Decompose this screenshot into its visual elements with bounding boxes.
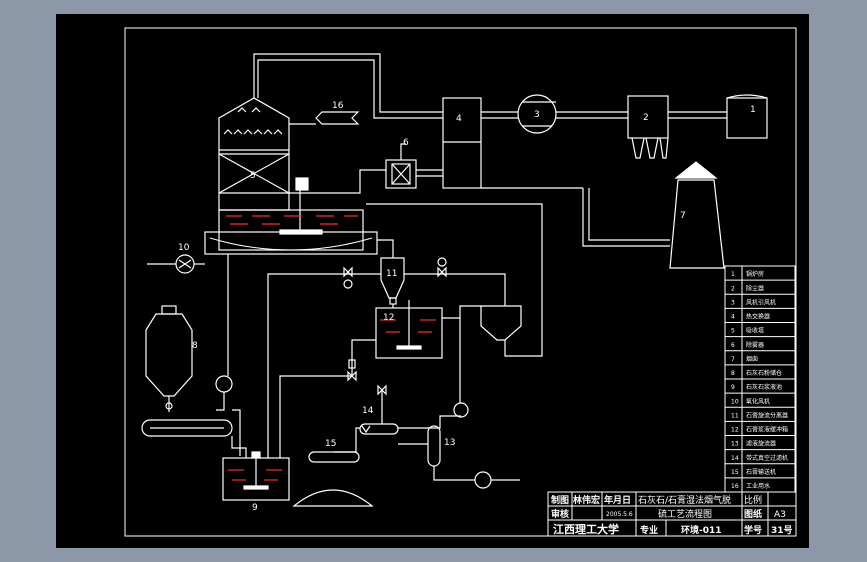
process-water-inlet [315, 111, 360, 125]
major-label: 专业 [640, 524, 658, 536]
legend-name: 滤液旋流器 [746, 440, 776, 448]
induced-draft-fan [517, 94, 557, 134]
legend-name: 吸收塔 [746, 327, 764, 335]
limestone-silo [141, 305, 233, 437]
valve-actuator [343, 279, 353, 289]
sheet-value: A3 [774, 510, 786, 520]
legend-number: 8 [731, 370, 735, 377]
label-13: 13 [444, 438, 455, 448]
label-7: 7 [680, 211, 686, 221]
legend-number: 16 [731, 483, 739, 490]
filtrate-pump [453, 402, 469, 418]
chimney [669, 161, 725, 269]
date-label: 年月日 [604, 494, 631, 506]
title-line-1: 石灰石/石膏湿法烟气脱 [638, 494, 731, 506]
valve [343, 266, 353, 278]
legend-number: 15 [731, 469, 739, 476]
aeration-pattern [209, 237, 373, 251]
valve [377, 384, 387, 396]
title-block-text: 制图 林伟宏 年月日 审核 2005.5.6 石灰石/石膏湿法烟气脱 硫工艺流程… [551, 494, 793, 536]
check-valve [361, 425, 371, 434]
valve [437, 266, 447, 278]
slurry-level-marks [226, 215, 436, 481]
valve-actuator [437, 257, 447, 267]
label-4: 4 [456, 114, 462, 124]
school-name: 江西理工大学 [553, 522, 619, 536]
legend-name: 除尘器 [746, 284, 764, 292]
legend-name: 烟囱 [746, 355, 758, 363]
student-no-label: 学号 [744, 524, 762, 536]
label-16: 16 [332, 101, 344, 111]
label-2: 2 [643, 113, 649, 123]
vacuum-belt-filter [359, 423, 399, 435]
dust-collector [627, 95, 669, 159]
date-value: 2005.5.6 [606, 511, 633, 518]
legend-number: 4 [731, 314, 735, 321]
valve [347, 370, 357, 382]
drawn-label: 制图 [551, 494, 569, 506]
title-line-2: 硫工艺流程图 [658, 508, 712, 520]
equipment-labels: 1 2 3 4 5 6 7 8 9 10 11 12 13 14 15 16 [178, 101, 756, 513]
label-9: 9 [252, 503, 258, 513]
legend-number: 2 [731, 285, 735, 292]
label-11: 11 [386, 269, 397, 279]
process-piping [147, 123, 520, 481]
student-no-value: 31号 [771, 525, 793, 536]
drawing-sheet [56, 14, 809, 548]
legend-number: 14 [731, 455, 739, 462]
legend-name: 石膏旋流分离器 [746, 411, 788, 419]
legend-number: 11 [731, 412, 739, 419]
title-block [547, 491, 797, 537]
major-value: 环境-011 [681, 524, 722, 536]
legend-name: 工业用水 [746, 482, 770, 490]
sheet-label: 图纸 [744, 508, 762, 520]
legend-number: 10 [731, 398, 739, 405]
label-10: 10 [178, 243, 190, 253]
legend-number: 5 [731, 328, 735, 335]
limestone-slurry-tank [222, 451, 290, 501]
gypsum-buffer-tank [375, 300, 443, 359]
label-15: 15 [325, 439, 336, 449]
label-14: 14 [362, 406, 374, 416]
legend-name: 石膏浆液缓冲箱 [746, 426, 788, 434]
label-12: 12 [383, 313, 394, 323]
label-3: 3 [534, 110, 540, 120]
legend-name: 石灰石粉储仓 [746, 369, 782, 377]
legend-number: 1 [731, 271, 735, 278]
label-5: 5 [250, 171, 256, 181]
legend-name: 热交换器 [746, 313, 770, 321]
legend-name: 氧化风机 [746, 397, 770, 405]
scale-label: 比例 [744, 494, 762, 506]
legend-number: 7 [731, 356, 735, 363]
legend-name: 石膏输送机 [746, 468, 776, 476]
drawing-frame [124, 27, 797, 537]
flue-gas-piping [253, 53, 727, 357]
legend-name: 石灰石浆液池 [746, 383, 782, 391]
legend-number: 9 [731, 384, 735, 391]
legend-name: 除雾器 [746, 341, 764, 349]
legend-number: 13 [731, 441, 739, 448]
label-1: 1 [750, 105, 756, 115]
checked-label: 审核 [551, 508, 569, 520]
legend-name: 带式真空过滤机 [746, 454, 788, 462]
label-6: 6 [403, 138, 409, 148]
legend-name: 锅炉房 [746, 270, 764, 278]
legend-number: 12 [731, 427, 739, 434]
label-8: 8 [192, 341, 198, 351]
legend-number: 3 [731, 299, 735, 306]
legend-name: 风机引风机 [746, 298, 776, 306]
equipment-legend: 1 锅炉房 2 除尘器 3 风机引风机 4 热交换器 5 吸收塔 6 除雾器 7 烟囱 8 石灰石粉储仓 9 石灰… [724, 265, 796, 493]
drawn-name: 林伟宏 [573, 494, 600, 506]
heat-exchanger [442, 97, 482, 189]
legend-number: 6 [731, 342, 735, 349]
